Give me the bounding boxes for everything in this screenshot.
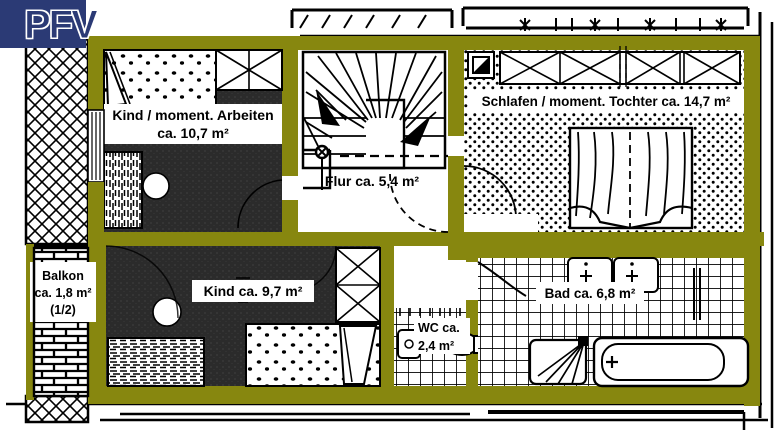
logo-background <box>0 0 86 48</box>
room-label-schlafen: Schlafen / moment. Tochter ca. 14,7 m² <box>482 94 731 109</box>
room-kind-arbeiten[interactable]: Kind / moment. Arbeiten ca. 10,7 m² <box>103 49 283 232</box>
room-label-wc-line2: 2,4 m² <box>418 339 454 353</box>
wall-hatch-wc <box>399 308 461 316</box>
room-label-kind-arbeiten-line1: Kind / moment. Arbeiten <box>112 107 273 123</box>
furniture-rug-kind-arbeiten <box>103 151 143 229</box>
door-swing-schlafen <box>463 165 517 219</box>
furniture-bathtub <box>592 336 750 388</box>
room-schlafen-tochter[interactable]: Schlafen / moment. Tochter ca. 14,7 m² <box>463 46 744 232</box>
furniture-wardrobe-row <box>499 46 741 90</box>
pipe-line-bad <box>477 261 527 297</box>
windows-left-wall <box>87 109 105 183</box>
furniture-shelf-unit <box>215 49 283 91</box>
room-label-wc-line1: WC ca. <box>418 321 460 335</box>
furniture-wardrobe-kind <box>335 247 381 323</box>
stair-post-marker <box>314 144 330 190</box>
furniture-winder-staircase <box>301 50 448 190</box>
room-flur[interactable]: Flur ca. 5,4 m² <box>298 50 449 233</box>
exterior-wall-left <box>24 34 90 424</box>
furniture-bed-kind-arbeiten <box>103 49 217 109</box>
room-label-flur: Flur ca. 5,4 m² <box>325 173 419 189</box>
room-label-balkon-line2: ca. 1,8 m² <box>35 286 92 300</box>
furniture-bed-kind <box>245 323 381 387</box>
room-wc[interactable]: WC ca. 2,4 m² <box>394 308 483 386</box>
furniture-double-bed <box>568 126 694 230</box>
room-label-kind-arbeiten-line2: ca. 10,7 m² <box>157 125 229 141</box>
furniture-niche-box <box>467 51 495 79</box>
door-swing-kind-arbeiten <box>237 179 283 229</box>
room-kind[interactable]: Kind ca. 9,7 m² <box>105 245 381 387</box>
door-opening-schlafen <box>464 214 538 232</box>
room-label-kind: Kind ca. 9,7 m² <box>204 283 303 299</box>
furniture-round-table-kind <box>152 297 182 327</box>
furniture-round-table-kind-arbeiten <box>142 172 170 200</box>
room-balkon[interactable]: Balkon ca. 1,8 m² (1/2) <box>30 246 96 398</box>
room-label-balkon-line3: (1/2) <box>50 303 76 317</box>
furniture-rug-kind <box>107 337 205 387</box>
wall-detail-upper-left <box>88 182 104 244</box>
logo-text: PFV <box>24 3 99 48</box>
furniture-shower <box>528 336 588 386</box>
room-label-balkon-line1: Balkon <box>42 269 84 283</box>
room-label-bad: Bad ca. 6,8 m² <box>545 286 636 301</box>
structural-walls <box>26 36 764 406</box>
door-swing-kind-left <box>105 245 179 319</box>
room-bad[interactable]: Bad ca. 6,8 m² <box>477 257 750 388</box>
duct-line-bad <box>693 268 701 320</box>
